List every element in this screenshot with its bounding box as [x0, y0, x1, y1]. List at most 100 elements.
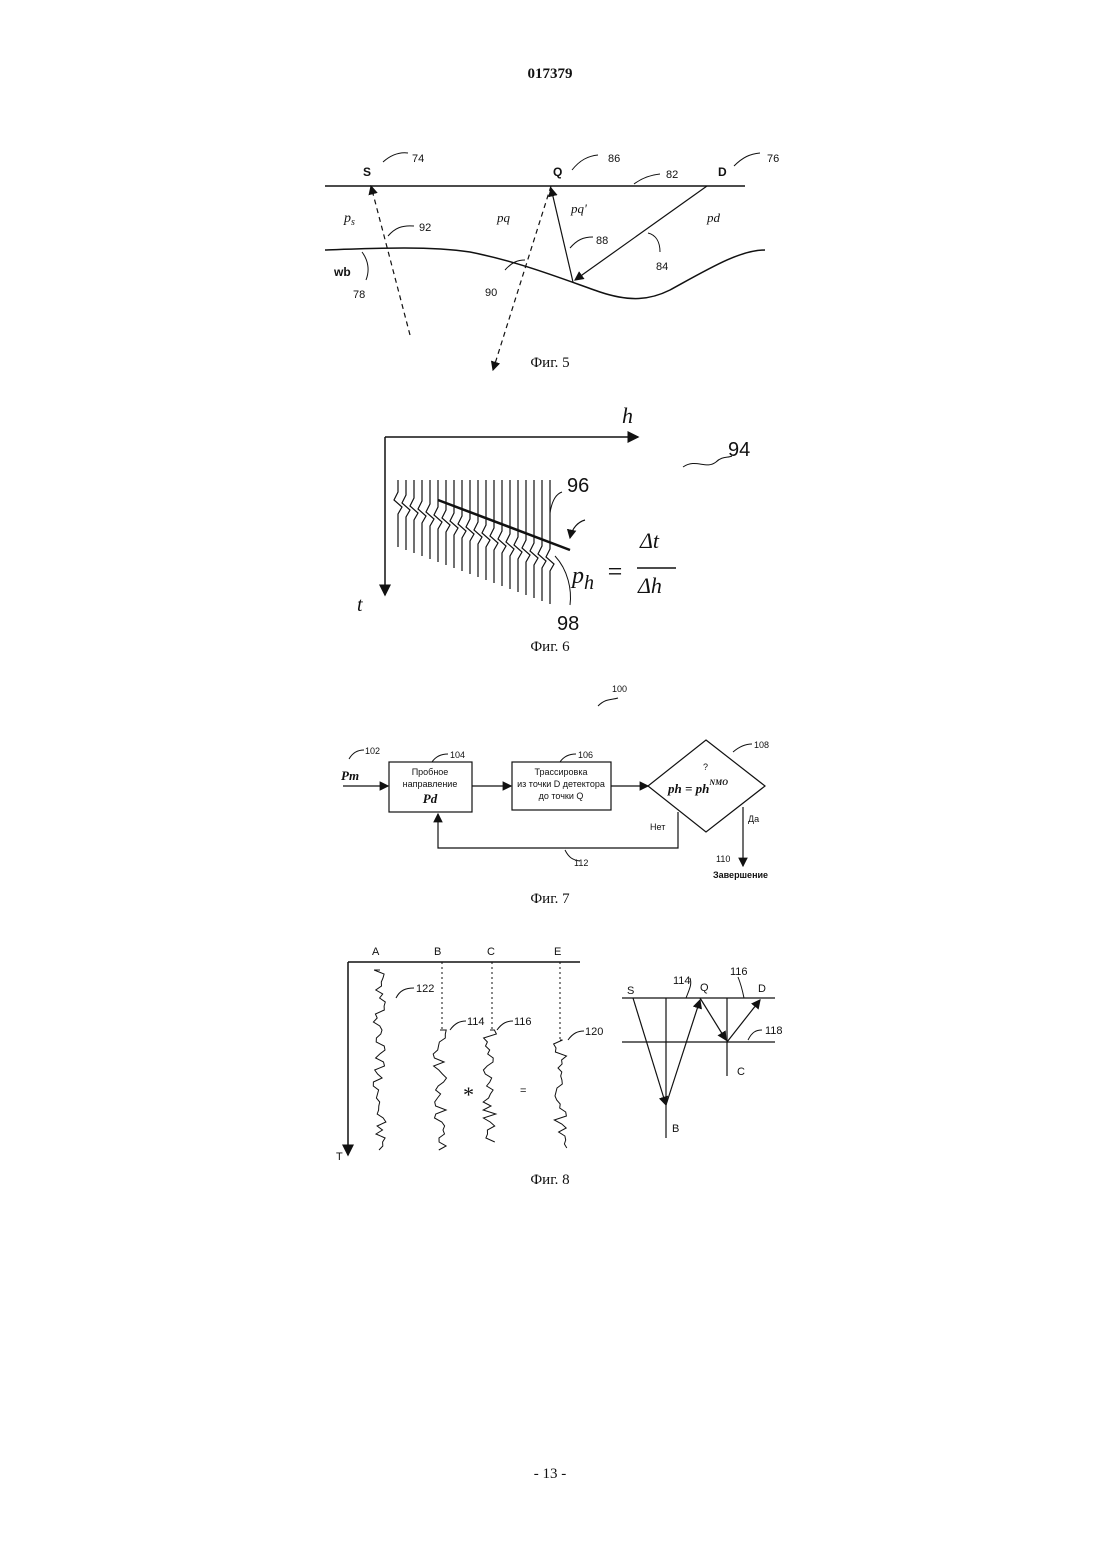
equals-symbol: =: [520, 1085, 526, 1097]
ref-96: 96: [567, 475, 589, 497]
leader-82: [634, 174, 660, 184]
slowness-symbol: ph: [570, 563, 594, 594]
leader-94: [683, 456, 732, 467]
leader-96: [550, 492, 562, 513]
pq-label: pq: [496, 210, 511, 225]
slope-pointer-arrow: [570, 520, 585, 538]
leader-86: [572, 155, 598, 170]
ref-76: 76: [767, 153, 779, 165]
seismic-trace: [458, 480, 466, 571]
box-104-line1: Пробное: [412, 767, 449, 777]
ref-104: 104: [450, 750, 465, 760]
sketch-leader-116: [738, 977, 744, 998]
wb-label: wb: [333, 265, 351, 279]
pd-label: pd: [706, 210, 721, 225]
seismic-trace: [426, 480, 434, 559]
sketch-ref-118: 118: [765, 1025, 783, 1037]
convolution-star: *: [462, 1082, 473, 1107]
ps-label: ps: [343, 211, 355, 228]
leader-84: [648, 233, 660, 252]
leader-122: [396, 988, 414, 998]
leader-104: [432, 754, 448, 762]
ref-116: 116: [514, 1016, 532, 1028]
ref-82: 82: [666, 169, 678, 181]
ref-112: 112: [574, 858, 588, 868]
seismic-trace: [450, 480, 458, 568]
ref-108: 108: [754, 740, 769, 750]
box-104-pd: Pd: [423, 791, 438, 806]
figure-5: S 74 Q 86 82 D 76 ps 92 pq pq' pd 88 84 …: [325, 153, 779, 370]
ref-78: 78: [353, 289, 365, 301]
h-axis-label: h: [622, 403, 633, 428]
trace-c: [483, 1030, 496, 1142]
sketch-ref-114: 114: [673, 975, 691, 987]
finish-label: Завершение: [713, 870, 768, 880]
seismic-trace: [410, 480, 418, 553]
ref-122: 122: [416, 983, 434, 995]
ref-106: 106: [578, 750, 593, 760]
ref-98: 98: [557, 613, 579, 635]
box-106-line3: до точки Q: [539, 791, 584, 801]
yes-label: Да: [748, 814, 759, 824]
sketch-leader-118: [748, 1030, 762, 1040]
figure-6: h t 94 96 98 ph = Δt Δh: [357, 403, 750, 635]
no-label: Нет: [650, 822, 665, 832]
leader-120: [568, 1031, 584, 1040]
ref-102: 102: [365, 746, 380, 756]
point-s-label: S: [363, 165, 371, 179]
ray-92-dashed: [371, 186, 410, 335]
seismic-trace: [482, 480, 490, 580]
ray-88-up: [551, 188, 573, 282]
ref-88: 88: [596, 235, 608, 247]
t-axis-label: t: [357, 594, 363, 616]
ref-120: 120: [585, 1026, 603, 1038]
leader-116: [497, 1021, 513, 1030]
leader-100: [598, 698, 618, 706]
leader-78: [362, 252, 368, 280]
sketch-q-label: Q: [700, 982, 709, 994]
leader-108: [733, 744, 752, 752]
seismic-trace: [394, 480, 402, 547]
ref-84: 84: [656, 261, 668, 273]
leader-98: [555, 556, 570, 605]
ref-74: 74: [412, 153, 424, 165]
seismic-trace: [514, 480, 522, 592]
sketch-d-label: D: [758, 983, 766, 995]
seismic-trace: [474, 480, 482, 577]
t-label: T: [336, 1151, 343, 1163]
ref-94: 94: [728, 439, 750, 461]
ref-110: 110: [716, 854, 730, 864]
figure-7-caption: Фиг. 7: [0, 891, 1100, 908]
seismic-trace: [442, 480, 450, 565]
seismic-trace: [522, 480, 530, 595]
seismic-trace: [530, 480, 538, 598]
seismic-trace: [434, 480, 442, 562]
col-b-label: B: [434, 946, 441, 958]
ref-86: 86: [608, 153, 620, 165]
seismic-trace: [466, 480, 474, 574]
leader-88: [570, 237, 593, 248]
leader-114: [450, 1021, 466, 1030]
col-e-label: E: [554, 946, 561, 958]
sketch-ref-116: 116: [730, 966, 748, 978]
leader-92: [388, 226, 414, 236]
box-106-line1: Трассировка: [535, 767, 588, 777]
seismic-trace: [498, 480, 506, 586]
col-a-label: A: [372, 946, 380, 958]
ref-100: 100: [612, 684, 627, 694]
page-number: - 13 -: [0, 1466, 1100, 1483]
leader-74: [383, 153, 408, 162]
sketch-ray-q-down: [700, 998, 726, 1040]
sketch-ray-b-q: [666, 1000, 700, 1105]
fig8-traces: [373, 970, 567, 1150]
equals-sign: =: [606, 557, 624, 586]
point-q-label: Q: [553, 165, 562, 179]
leader-102: [349, 750, 364, 759]
ref-90: 90: [485, 287, 497, 299]
sketch-b-label: B: [672, 1123, 679, 1135]
figure-6-caption: Фиг. 6: [0, 639, 1100, 656]
sketch-ray-up-d: [727, 1000, 760, 1042]
trace-e: [554, 1040, 567, 1148]
seismic-trace: [506, 480, 514, 589]
